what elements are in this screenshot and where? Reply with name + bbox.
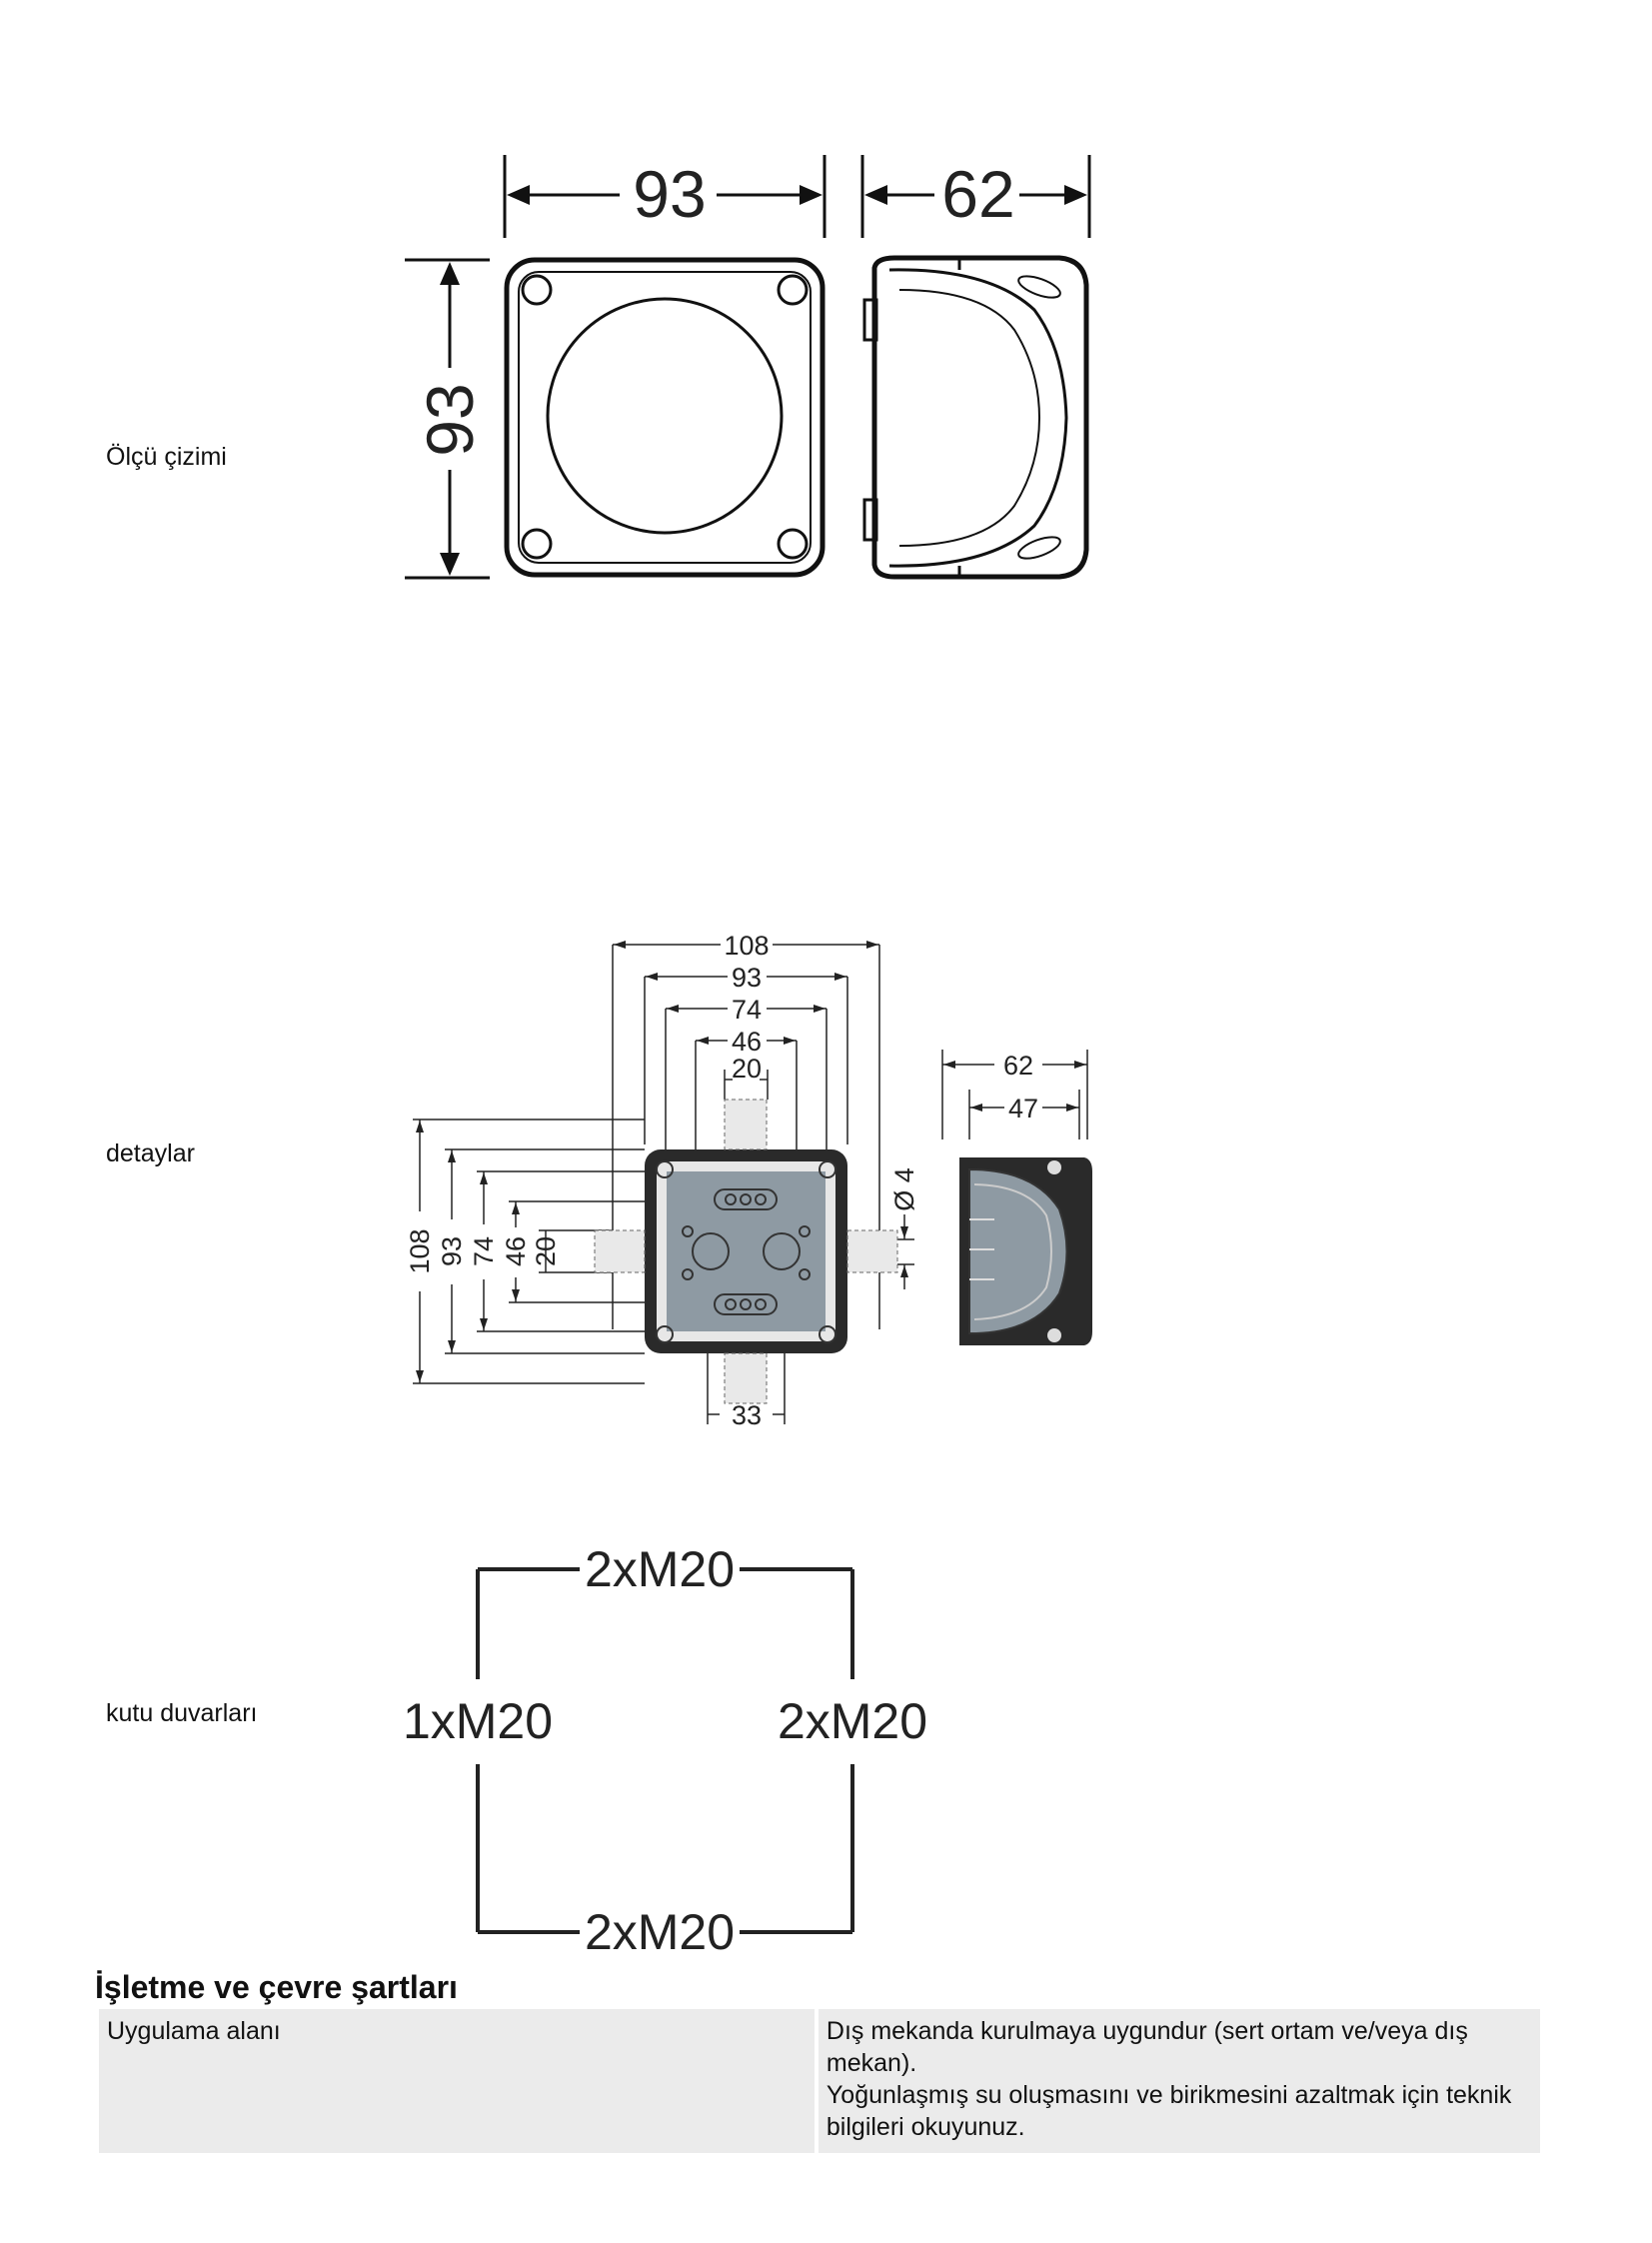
dim-side62: 62 [1003,1051,1033,1081]
dim-h20: 20 [732,1054,762,1084]
dim-bottom33: 33 [732,1400,762,1430]
dim-hole: Ø 4 [889,1167,919,1211]
wall-top-label: 2xM20 [585,1541,735,1597]
side-view [862,255,1089,580]
wall-bottom-label: 2xM20 [585,1904,735,1960]
front-view [504,257,826,578]
dim-width: 93 [633,157,706,231]
dim-h93: 93 [732,963,762,993]
table-row: Uygulama alanı Dış mekanda kurulmaya uyg… [99,2009,1540,2153]
dim-v93: 93 [437,1236,467,1266]
dim-h74: 74 [732,995,762,1025]
dim-side47: 47 [1008,1094,1038,1123]
dim-v108: 108 [405,1228,435,1273]
operating-conditions-table: Uygulama alanı Dış mekanda kurulmaya uyg… [99,2009,1540,2153]
detail-side-box [959,1157,1092,1345]
section-label-details: detaylar [106,1139,195,1167]
section-label-box-walls: kutu duvarları [106,1699,258,1727]
property-value: Dış mekanda kurulmaya uygundur (sert ort… [818,2009,1540,2153]
dim-height: 93 [413,383,487,456]
dim-h46: 46 [732,1027,762,1057]
property-name: Uygulama alanı [99,2009,819,2153]
wall-left-label: 1xM20 [403,1693,553,1749]
dim-v46: 46 [501,1236,531,1266]
dim-h108: 108 [724,931,769,961]
property-value-line: Dış mekanda kurulmaya uygundur (sert ort… [826,2017,1468,2077]
detail-front-box [594,1099,898,1404]
dim-v20: 20 [531,1236,561,1266]
detail-drawing: 108 93 74 46 20 33 62 47 108 93 74 46 20… [395,920,1114,1449]
section-label-dimension-drawing: Ölçü çizimi [106,443,227,471]
section-title-operating-conditions: İşletme ve çevre şartları [95,1969,458,2005]
wall-right-label: 2xM20 [778,1693,927,1749]
dim-depth: 62 [941,157,1014,231]
dimension-drawing: 93 62 93 [395,150,1114,590]
property-value-line: Yoğunlaşmış su oluşmasını ve birikmesini… [826,2081,1512,2141]
box-walls-diagram: 2xM20 1xM20 2xM20 2xM20 [395,1534,954,1960]
dim-v74: 74 [469,1236,499,1266]
